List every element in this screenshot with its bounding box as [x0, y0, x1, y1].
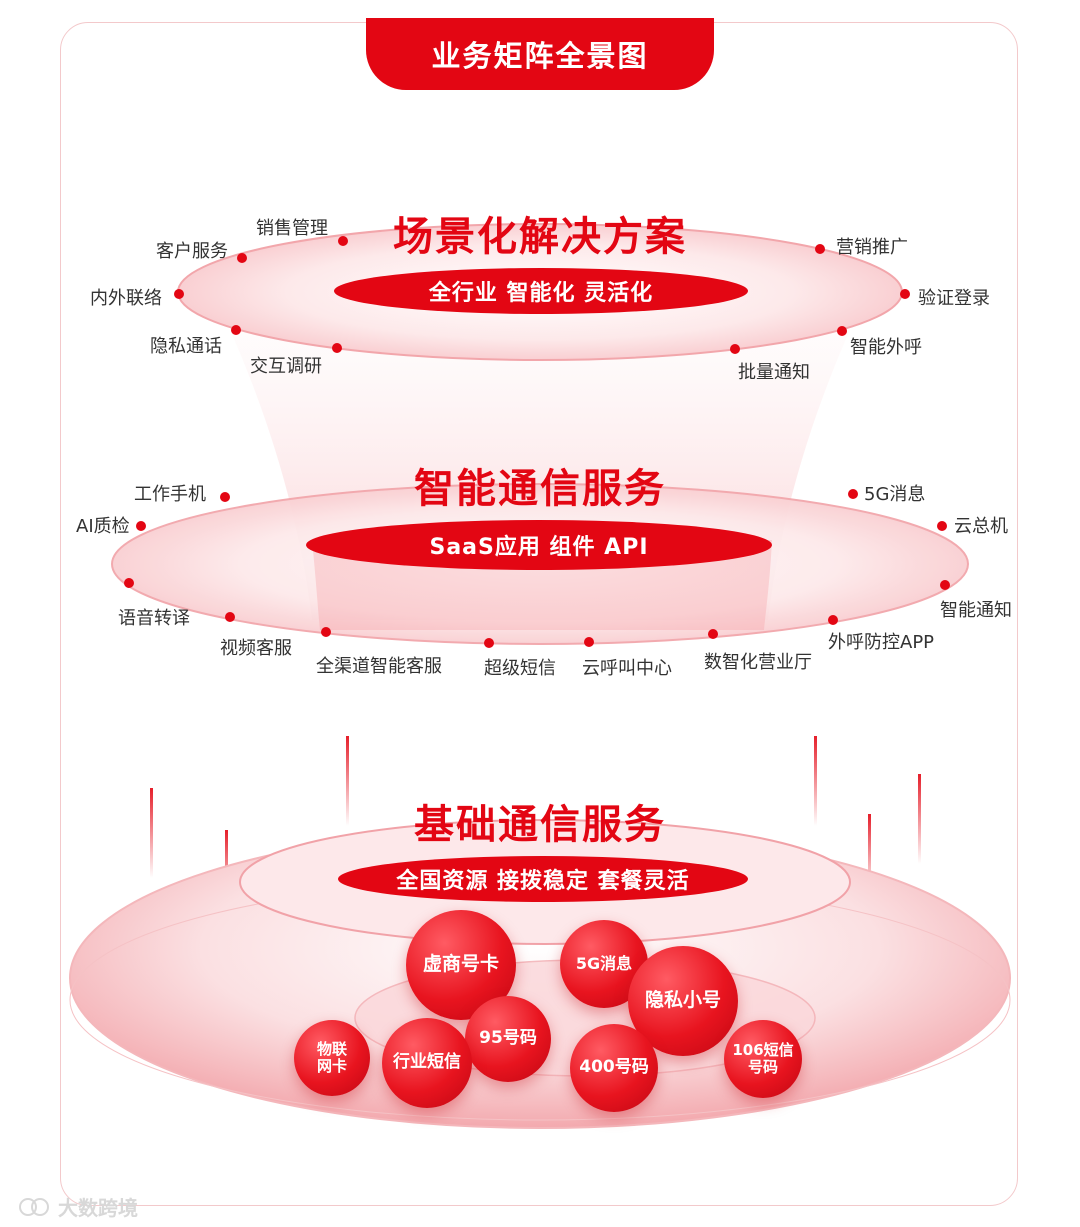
tier1-item-customer-service: 客户服务 — [156, 241, 228, 262]
tier2-item-speech-transcribe: 语音转译 — [118, 608, 190, 629]
tier2-item-cloud-pbx: 云总机 — [954, 516, 1008, 537]
tier1-dot — [815, 244, 825, 254]
tier2-title: 智能通信服务 — [414, 466, 666, 512]
tier1-title: 场景化解决方案 — [393, 214, 687, 260]
tier1-dot — [174, 289, 184, 299]
tier1-item-marketing: 营销推广 — [836, 237, 908, 258]
bubble-400-number: 400号码 — [570, 1024, 658, 1112]
tier2-dot — [708, 629, 718, 639]
header-title-tab: 业务矩阵全景图 — [366, 18, 714, 90]
bubble-industry-sms: 行业短信 — [382, 1018, 472, 1108]
tier2-dot — [484, 638, 494, 648]
tier1-dot — [837, 326, 847, 336]
tier1-item-smart-call: 智能外呼 — [850, 337, 922, 358]
tier3-tagline-pill: 全国资源 接拨稳定 套餐灵活 — [338, 856, 748, 902]
tier1-dot — [338, 236, 348, 246]
tier2-dot — [321, 627, 331, 637]
tier1-dot — [730, 344, 740, 354]
bubble-iot-card: 物联网卡 — [294, 1020, 370, 1096]
tier2-item-work-phone: 工作手机 — [134, 484, 206, 505]
tier2-item-video-cs: 视频客服 — [220, 638, 292, 659]
tier2-dot — [584, 637, 594, 647]
tier2-dot — [828, 615, 838, 625]
tier2-dot — [124, 578, 134, 588]
tier1-tagline-pill: 全行业 智能化 灵活化 — [334, 268, 748, 314]
tier2-dot — [225, 612, 235, 622]
watermark-text: 大数跨境 — [58, 1196, 138, 1220]
tier1-item-contact: 内外联络 — [90, 288, 162, 309]
tier2-item-call-protect-app: 外呼防控APP — [828, 632, 935, 653]
tier2-item-cloud-callcenter: 云呼叫中心 — [582, 658, 672, 679]
tier2-dot — [848, 489, 858, 499]
tier2-dot — [937, 521, 947, 531]
tier2-item-smart-notify: 智能通知 — [940, 600, 1012, 621]
tier1-item-sales-mgmt: 销售管理 — [256, 218, 328, 239]
tier1-item-verify-login: 验证登录 — [918, 288, 990, 309]
tier2-item-5g-message: 5G消息 — [864, 484, 926, 505]
tier2-item-ai-qc: AI质检 — [76, 516, 130, 537]
tier3-title: 基础通信服务 — [414, 802, 666, 848]
tier1-dot — [900, 289, 910, 299]
watermark: 大数跨境 — [14, 1192, 138, 1221]
tier1-dot — [332, 343, 342, 353]
tier1-item-batch-notify: 批量通知 — [738, 362, 810, 383]
tier1-dot — [231, 325, 241, 335]
bubble-106-sms-number: 106短信号码 — [724, 1020, 802, 1098]
tier2-item-digital-hall: 数智化营业厅 — [704, 652, 812, 673]
tier2-tagline-pill: SaaS应用 组件 API — [306, 520, 772, 570]
tier1-item-private-call: 隐私通话 — [150, 336, 222, 357]
tier2-dot — [940, 580, 950, 590]
bubble-95-number: 95号码 — [465, 996, 551, 1082]
tier2-item-super-sms: 超级短信 — [484, 658, 556, 679]
tier2-dot — [220, 492, 230, 502]
watermark-logo-icon — [19, 1197, 49, 1216]
tier1-item-survey: 交互调研 — [250, 356, 322, 377]
tier2-item-omnichannel-cs: 全渠道智能客服 — [316, 656, 442, 677]
tier1-dot — [237, 253, 247, 263]
tier2-dot — [136, 521, 146, 531]
